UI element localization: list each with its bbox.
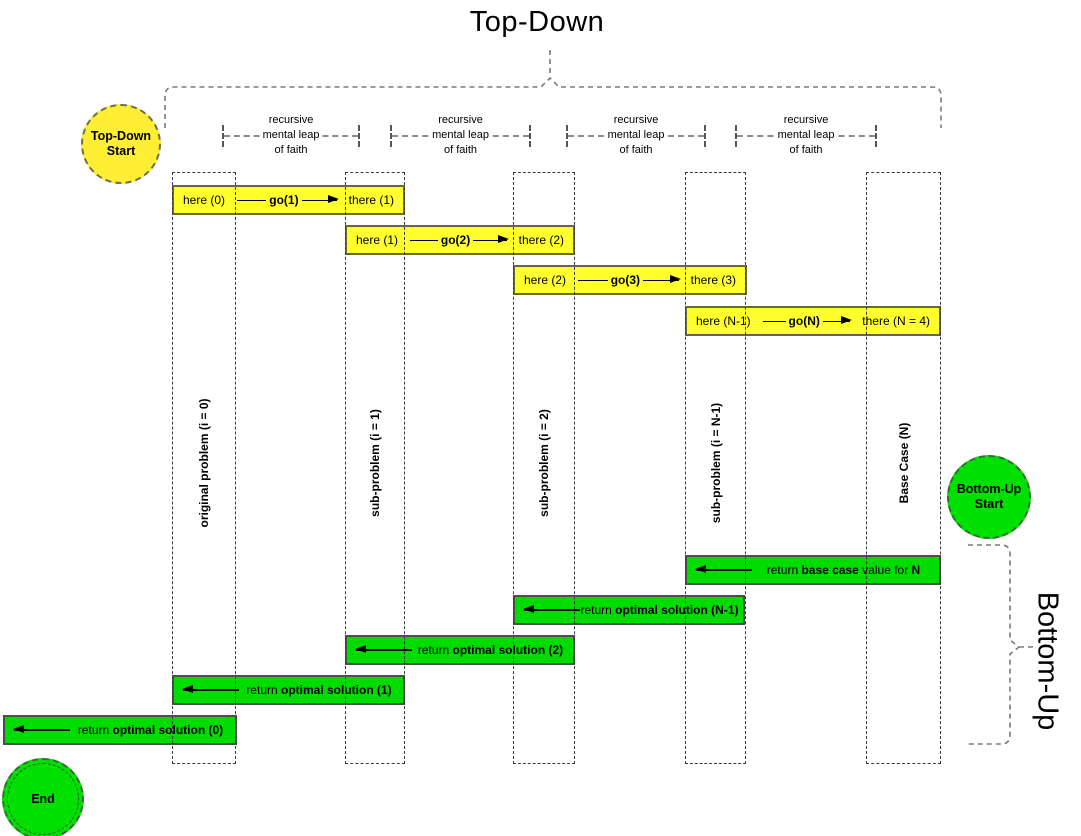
call-bar-4: here (N-1) go(N) there (N = 4) [685, 306, 941, 336]
leap-tick [529, 125, 531, 147]
bottom-up-bracket [968, 544, 1021, 745]
return-label: return optimal solution (1) [246, 683, 392, 697]
there-label: there (2) [518, 233, 564, 247]
leap-tick [704, 125, 706, 147]
return-bar-4: return optimal solution (1) [172, 675, 405, 705]
go-label: go(1) [269, 193, 299, 207]
here-label: here (0) [183, 193, 226, 207]
go-arrow-icon: go(1) [237, 193, 339, 207]
lane-label: original problem (i = 0) [197, 398, 211, 528]
here-label: here (2) [524, 273, 567, 287]
lane-sub-problem-2: sub-problem (i = 2) [513, 172, 575, 764]
lane-base-case: Base Case (N) [866, 172, 941, 764]
top-down-start-circle: Top-Down Start [81, 104, 161, 184]
go-arrow-icon: go(N) [762, 314, 853, 328]
there-label: there (1) [348, 193, 394, 207]
call-bar-3: here (2) go(3) there (3) [513, 265, 747, 295]
return-arrow-icon [523, 605, 580, 612]
return-arrow-icon [695, 565, 752, 572]
return-label: return optimal solution (2) [417, 643, 564, 657]
return-bar-2: return optimal solution (N-1) [513, 595, 745, 625]
leap-tick [875, 125, 877, 147]
return-label: return optimal solution (0) [77, 723, 224, 737]
there-label: there (3) [690, 273, 736, 287]
return-bar-5: return optimal solution (0) [3, 715, 237, 745]
return-arrow-icon [355, 645, 412, 652]
return-label: return optimal solution (N-1) [580, 603, 739, 617]
go-arrow-icon: go(2) [410, 233, 510, 247]
go-arrow-icon: go(3) [578, 273, 681, 287]
leap-tick [566, 125, 568, 147]
top-down-title: Top-Down [469, 6, 605, 38]
call-bar-2: here (1) go(2) there (2) [345, 225, 575, 255]
bottom-up-title: Bottom-Up [1031, 591, 1064, 731]
return-arrow-icon [13, 725, 70, 732]
there-label: there (N = 4) [862, 314, 930, 328]
here-label: here (1) [356, 233, 399, 247]
return-bar-3: return optimal solution (2) [345, 635, 575, 665]
go-label: go(3) [610, 273, 641, 287]
end-circle: End [2, 758, 84, 836]
leap-tick [358, 125, 360, 147]
lane-label: sub-problem (i = 2) [537, 409, 551, 517]
end-circle-inner-ring [7, 763, 79, 835]
return-arrow-icon [182, 685, 239, 692]
leap-tick [735, 125, 737, 147]
lane-label: Base Case (N) [896, 422, 911, 504]
go-label: go(N) [788, 314, 820, 328]
leap-tick [390, 125, 392, 147]
lane-label: sub-problem (i = 1) [368, 409, 382, 517]
return-label: return base case value for N [766, 563, 921, 577]
lane-label: sub-problem (i = N-1) [708, 402, 723, 524]
go-label: go(2) [440, 233, 471, 247]
return-bar-1: return base case value for N [685, 555, 941, 585]
here-label: here (N-1) [696, 314, 751, 328]
bottom-up-start-circle: Bottom-Up Start [947, 455, 1031, 539]
call-bar-1: here (0) go(1) there (1) [172, 185, 405, 215]
lane-sub-problem-n1: sub-problem (i = N-1) [685, 172, 746, 764]
leap-tick [222, 125, 224, 147]
